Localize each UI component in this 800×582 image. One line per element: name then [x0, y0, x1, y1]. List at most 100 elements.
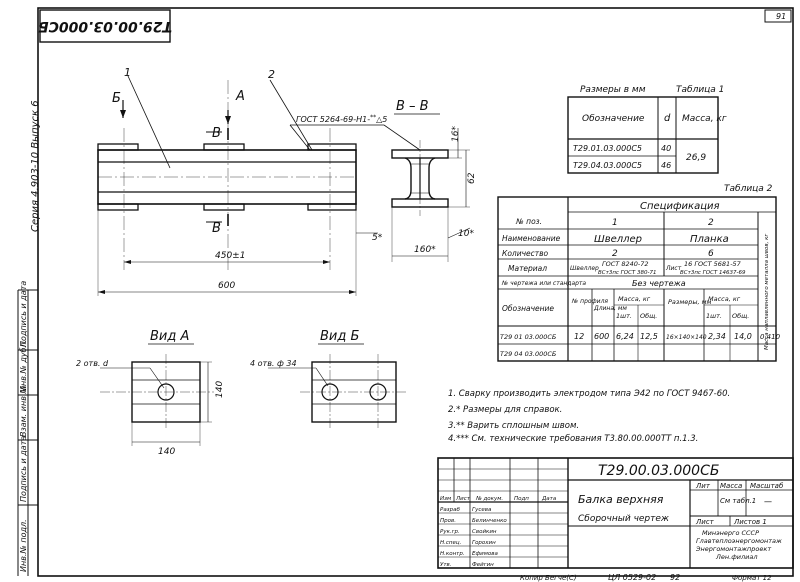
- t2-qty-1: 2: [612, 249, 618, 259]
- dim-140-v: 140: [215, 381, 225, 398]
- tb-col-sign: Подп: [514, 496, 529, 502]
- dim-62: 62: [467, 172, 477, 184]
- t2-row0-desig: Т29 01 03.000СБ: [500, 333, 557, 341]
- series-label: Серия 4.903-10 Выпуск 6: [30, 100, 41, 232]
- table2-title: Таблица 2: [724, 184, 773, 194]
- tb-name-1: Белинченко: [472, 518, 507, 524]
- t2-mat1a: Швеллер: [570, 265, 599, 272]
- arrow-b-label: Б: [112, 91, 121, 106]
- left-strip-3: Подпись и дата: [19, 436, 28, 502]
- t2-weld-mass-head: Масса наплавленного металла швов, кг: [764, 234, 770, 350]
- table1-row0-desig: Т29.01.03.000С5: [573, 144, 642, 153]
- view-a-drawing: [100, 354, 214, 446]
- table1-row1-desig: Т29.04.03.000С5: [573, 161, 642, 170]
- dim-16: 16*: [451, 126, 461, 142]
- note-3: 3.** Варить сплошным швом.: [448, 421, 579, 431]
- bottom-code: ЦЛ 0529-02: [608, 573, 656, 582]
- tb-name-3: Горохин: [472, 540, 496, 546]
- table2-grid: [497, 196, 777, 362]
- beam-front-view: [97, 75, 421, 270]
- section-mark-bottom: В: [212, 221, 221, 236]
- dim-160: 160*: [414, 245, 436, 255]
- t2-row-mat: Материал: [508, 264, 547, 273]
- beam-dimensions: [97, 210, 378, 296]
- tb-sheet-label: Лист: [695, 518, 715, 526]
- t2-sub-profile: № профиля: [571, 298, 608, 305]
- tb-role-2: Рук.гр.: [440, 529, 460, 535]
- top-code-box: [39, 9, 171, 43]
- table1-caption: Размеры в мм: [580, 85, 646, 95]
- section-bb-profile: [391, 128, 471, 262]
- left-strip-4: Инв.№ подл.: [19, 519, 28, 572]
- tb-lit-label: Лит: [695, 482, 711, 490]
- left-strip-0: Подпись и дата: [19, 281, 28, 347]
- part-label-2: 2: [268, 68, 275, 81]
- view-a-title: Вид А: [150, 329, 189, 344]
- tb-mass-value: См табл.1: [720, 497, 756, 505]
- t2-sub-total-a: Общ.: [640, 312, 657, 320]
- t2-row0-weld: 0,410: [760, 333, 781, 341]
- t2-sub-length: Длина, мм: [593, 305, 627, 312]
- bottom-copy: Копир Бегче(С): [520, 574, 577, 582]
- t2-no-drawing: Без чертежа: [632, 279, 686, 288]
- tb-scale-label: Масштаб: [750, 482, 784, 490]
- tb-sheets-label: Листов 1: [733, 518, 767, 526]
- tb-name-2: Свойкин: [472, 529, 497, 535]
- t2-row0-mass1: 6,24: [616, 332, 634, 341]
- view-b-title: Вид Б: [320, 329, 359, 344]
- section-title: В – В: [396, 99, 429, 114]
- dim-450: 450±1: [215, 251, 245, 261]
- tb-doc-code: Т29.00.03.000СБ: [598, 463, 719, 479]
- t2-sub-mass1: Масса, кг: [618, 295, 651, 303]
- t2-row0-mass-total: 12,5: [640, 332, 658, 341]
- arrow-a-label: А: [235, 89, 245, 104]
- sheet-number: 91: [776, 12, 786, 21]
- view-b-hole: 4 отв. ф 34: [250, 359, 297, 368]
- tb-name-5: Фейгин: [472, 562, 494, 568]
- t2-pos-1: 1: [612, 218, 618, 228]
- tb-name-4: Ефимова: [472, 551, 499, 557]
- table1-head-d: d: [664, 113, 671, 124]
- tb-col-date: Дата: [541, 496, 557, 502]
- t2-sub-one-a: 1шт.: [616, 312, 632, 320]
- table2-spec-title: Спецификация: [640, 201, 720, 212]
- tb-col-list: Лист: [455, 496, 471, 502]
- table1-grid: [567, 96, 719, 174]
- bottom-format: Формат 12: [732, 574, 772, 582]
- t2-row0-mass2: 2,34: [708, 332, 726, 341]
- left-strip-1: Инв.№ дубл.: [19, 340, 28, 392]
- table1-row0-d: 40: [661, 144, 671, 153]
- dim-140-h: 140: [158, 447, 175, 457]
- tb-name-0: Гусева: [472, 507, 492, 513]
- t2-name-2: Планка: [690, 234, 729, 245]
- dim-5: 5*: [372, 233, 383, 243]
- tb-org-1: Главтеплоэнергомонтаж: [696, 537, 782, 545]
- t2-row0-profile: 12: [574, 332, 584, 341]
- t2-row-draw: № чертежа или стандарта: [501, 280, 586, 287]
- tb-org-0: Минэнерго СССР: [702, 529, 759, 537]
- t2-qty-2: 6: [708, 249, 714, 259]
- weld-annotation: ГОСТ 5264-69-Н1-**△5: [296, 114, 387, 124]
- t2-row-qty: Количество: [502, 249, 549, 258]
- t2-mat2a: Лист: [665, 265, 682, 272]
- t2-pos-2: 2: [708, 218, 714, 228]
- table1-title: Таблица 1: [676, 85, 724, 95]
- left-strip-2: Взам. инв.№: [19, 385, 28, 437]
- tb-col-izm: Изм: [440, 496, 451, 502]
- t2-row-pos: № поз.: [515, 217, 542, 226]
- dim-10: 10*: [458, 229, 474, 239]
- t2-mat2c: ВСт3пс ГОСТ 14637-69: [680, 270, 746, 276]
- tb-scale-value: —: [764, 497, 772, 506]
- section-mark-top: В: [212, 126, 221, 141]
- t2-row0-length: 600: [594, 332, 609, 341]
- t2-row0-mass2-total: 14,0: [734, 332, 752, 341]
- t2-mat1b: ГОСТ 8240-72: [602, 260, 648, 268]
- tb-role-3: Н.спец.: [440, 540, 462, 546]
- t2-sub-dims: Размеры, мм: [668, 298, 712, 306]
- part-label-1: 1: [124, 66, 131, 79]
- top-code: Т29.00.03.000СБ: [38, 18, 172, 34]
- view-b-drawing: [268, 354, 408, 430]
- note-2: 2.* Размеры для справок.: [448, 405, 562, 415]
- tb-mass-label: Масса: [720, 482, 742, 490]
- t2-row-name: Наименование: [502, 234, 561, 243]
